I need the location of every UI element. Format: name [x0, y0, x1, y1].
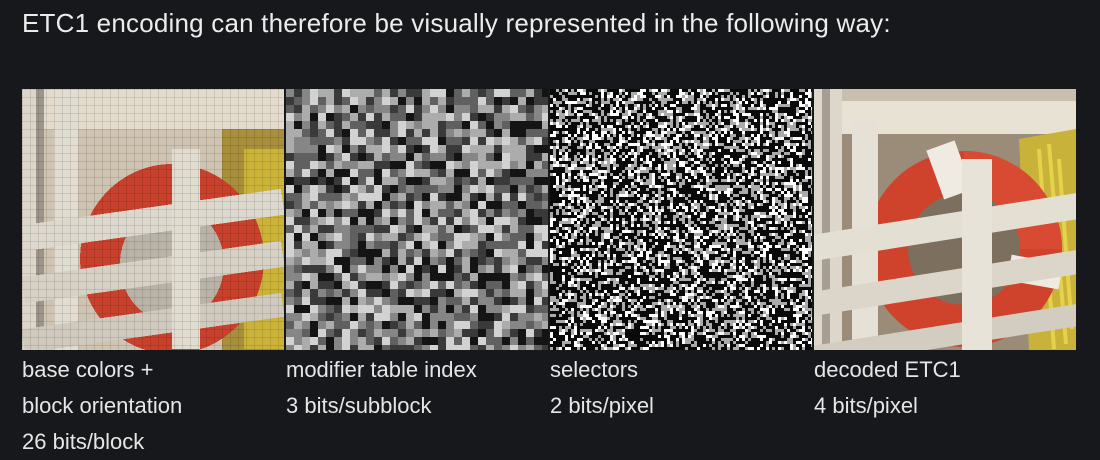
intro-text: ETC1 encoding can therefore be visually …: [22, 8, 891, 38]
base-colors-image: [22, 89, 284, 350]
selectors-image: [550, 89, 812, 350]
caption-modifier: modifier table index 3 bits/subblock: [286, 352, 548, 424]
caption-line: base colors +: [22, 357, 154, 382]
caption-line: block orientation: [22, 393, 183, 418]
caption-line: 2 bits/pixel: [550, 393, 654, 418]
panel-selectors: selectors 2 bits/pixel: [550, 89, 812, 424]
caption-line: modifier table index: [286, 357, 477, 382]
caption-line: 3 bits/subblock: [286, 393, 432, 418]
caption-line: decoded ETC1: [814, 357, 961, 382]
caption-line: selectors: [550, 357, 639, 382]
caption-selectors: selectors 2 bits/pixel: [550, 352, 812, 424]
modifier-image: [286, 89, 548, 350]
decoded-image: [814, 89, 1076, 350]
caption-decoded: decoded ETC1 4 bits/pixel: [814, 352, 1076, 424]
panel-base-colors: base colors + block orientation 26 bits/…: [22, 89, 284, 460]
caption-line: 4 bits/pixel: [814, 393, 918, 418]
caption-base-colors: base colors + block orientation 26 bits/…: [22, 352, 284, 460]
caption-line: 26 bits/block: [22, 429, 145, 454]
panel-modifier: modifier table index 3 bits/subblock: [286, 89, 548, 424]
panel-decoded: decoded ETC1 4 bits/pixel: [814, 89, 1076, 424]
